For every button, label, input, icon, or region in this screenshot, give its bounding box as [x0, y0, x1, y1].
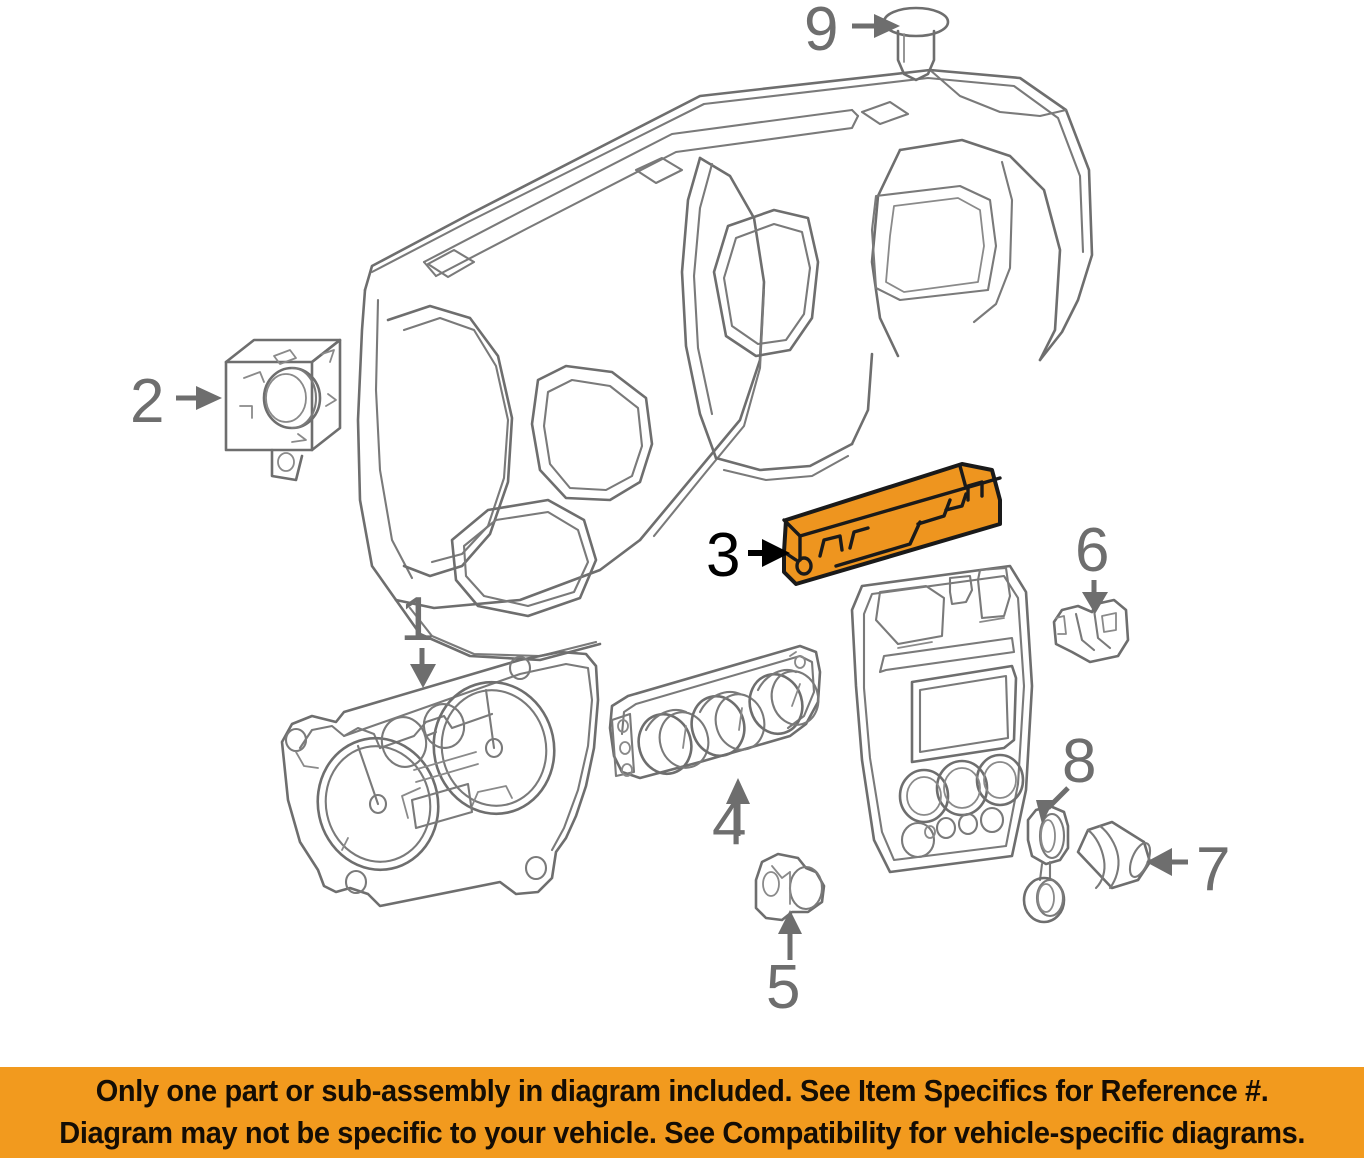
part-2-headlamp-switch: [224, 338, 342, 482]
part-1-instrument-cluster: [280, 650, 600, 908]
callout-label-3: 3: [706, 521, 740, 590]
part-7-lighter-element: [1076, 820, 1152, 890]
callout-4: 4: [712, 778, 750, 858]
callout-2: 2: [130, 367, 222, 436]
callout-label-9: 9: [804, 0, 838, 64]
callout-5: 5: [766, 910, 802, 1022]
part-4-hvac-control-panel: [608, 644, 822, 780]
parts-diagram: .ln{fill:none;stroke:#6E6E6E;stroke-widt…: [130, 0, 1230, 1022]
callout-label-2: 2: [130, 367, 164, 436]
callout-6: 6: [1075, 516, 1109, 614]
callout-1: 1: [400, 585, 436, 688]
part-3-control-module: [782, 462, 1002, 586]
disclaimer-line-1: Only one part or sub-assembly in diagram…: [95, 1072, 1269, 1108]
callout-label-8: 8: [1062, 727, 1096, 796]
callout-7: 7: [1146, 835, 1230, 904]
callout-label-1: 1: [400, 585, 434, 654]
callout-8: 8: [1036, 727, 1096, 824]
center-stack-bezel: [850, 564, 1034, 874]
callout-label-5: 5: [766, 953, 800, 1022]
callout-label-7: 7: [1196, 835, 1230, 904]
dashboard-body: [356, 68, 1094, 662]
callout-9: 9: [804, 0, 900, 64]
callout-3: 3: [706, 521, 790, 590]
part-8-power-outlet-socket: [1022, 804, 1070, 924]
callout-label-6: 6: [1075, 516, 1109, 585]
part-9-push-pin-retainer: [882, 6, 950, 82]
part-6-rocker-switch: [1052, 598, 1130, 664]
disclaimer-banner: Only one part or sub-assembly in diagram…: [0, 1067, 1364, 1158]
part-5-small-switch-knob: [754, 852, 826, 922]
disclaimer-line-2: Diagram may not be specific to your vehi…: [59, 1114, 1305, 1150]
